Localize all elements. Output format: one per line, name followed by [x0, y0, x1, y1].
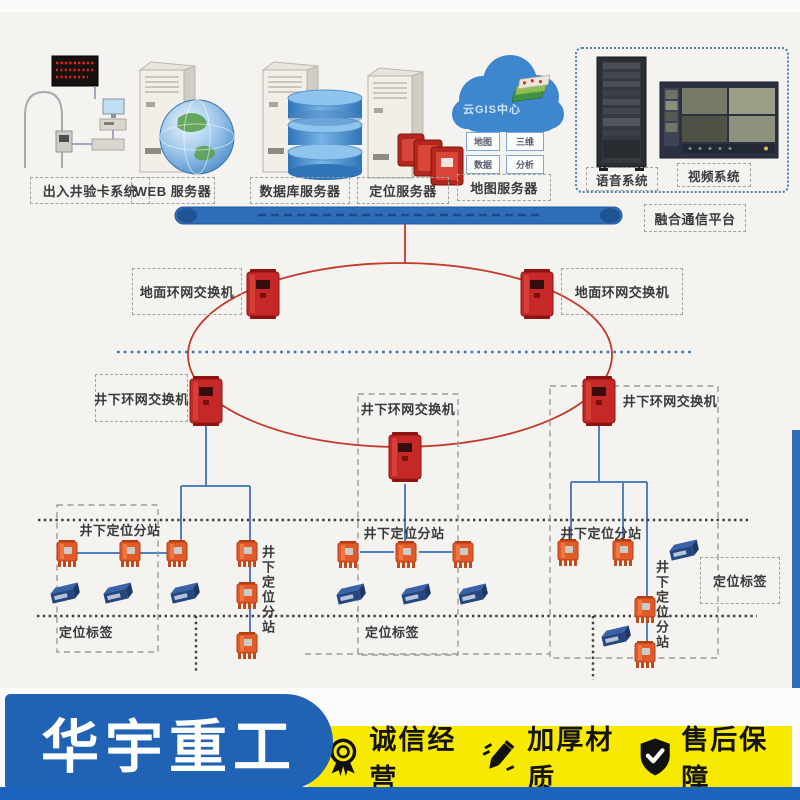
label-fusion-platform: 融合通信平台 — [644, 204, 746, 232]
led-display-board — [51, 55, 99, 87]
map-module-analysis: 分析 — [506, 155, 544, 174]
mine-portal-arch — [24, 90, 63, 168]
shield-icon — [640, 737, 670, 776]
label-ground-switch-right: 地面环网交换机 — [561, 268, 683, 315]
ground-ring-switch-right — [520, 268, 554, 320]
page-top-margin — [0, 0, 800, 12]
communication-platform-group-box — [575, 47, 789, 193]
pencil-icon — [482, 739, 515, 771]
label-ground-switch-left: 地面环网交换机 — [132, 268, 242, 315]
ground-ring-switch-left — [246, 268, 280, 320]
web-server-globe — [159, 99, 235, 175]
badge-aftersales: 售后保障 — [638, 718, 792, 796]
medal-icon — [330, 738, 357, 776]
badge-integrity: 诚信经营 — [326, 718, 480, 796]
brand-name: 华宇重工 — [40, 715, 297, 780]
monitor — [102, 98, 125, 115]
badge-material: 加厚材质 — [480, 718, 638, 796]
map-module-3d: 三维 — [506, 132, 544, 151]
voice-system-rack — [596, 56, 647, 171]
video-system-screen — [659, 81, 779, 159]
badge-aftersales-label: 售后保障 — [681, 724, 769, 794]
backbone-bar — [174, 206, 623, 225]
roadway-dotted-lines — [37, 518, 757, 680]
label-substation-vertical-left: 井下定位分站 — [260, 545, 275, 635]
label-ug-switch-center: 井下环网交换机 — [360, 401, 456, 417]
positioning-substations — [56, 538, 656, 669]
banner-bottom-strip — [0, 787, 800, 800]
label-substation-vertical-right: 井下定位分站 — [654, 560, 669, 650]
label-video-system: 视频系统 — [677, 163, 751, 187]
map-module-map: 地图 — [466, 132, 500, 151]
badge-integrity-label: 诚信经营 — [369, 724, 457, 794]
entry-system-illustration — [24, 55, 127, 168]
positioning-server-readers — [397, 133, 464, 186]
brand-box: 华宇重工 — [5, 694, 333, 790]
label-entry-system: 出入井验卡系统 — [30, 177, 150, 204]
label-substation-left: 井下定位分站 — [79, 522, 161, 538]
cloud-gis-text: 云GIS中心 — [463, 104, 521, 116]
underground-ring-switch-center — [388, 431, 422, 483]
underground-ring-switch-right — [582, 375, 616, 427]
label-tags-right: 定位标签 — [700, 557, 780, 604]
brand-banner: 诚信经营 加厚材质 售后保障 华宇重工 — [0, 688, 800, 800]
map-module-data: 数据 — [466, 155, 500, 174]
network-hub — [91, 138, 125, 151]
database-cylinders — [287, 89, 363, 180]
badge-material-label: 加厚材质 — [527, 724, 615, 794]
banner-badges-area: 诚信经营 加厚材质 售后保障 — [308, 725, 792, 794]
label-tags-left: 定位标签 — [58, 624, 113, 640]
label-map-server: 地图服务器 — [457, 174, 551, 201]
label-ug-switch-right: 井下环网交换机 — [622, 393, 718, 409]
label-tags-center: 定位标签 — [364, 624, 419, 640]
label-substation-center: 井下定位分站 — [363, 525, 445, 541]
zone-dashed-boxes — [56, 385, 719, 659]
gis-cloud — [452, 55, 564, 132]
label-substation-right: 井下定位分站 — [560, 525, 642, 541]
label-positioning-server: 定位服务器 — [357, 177, 449, 204]
label-database-server: 数据库服务器 — [250, 177, 350, 204]
label-voice-system: 语音系统 — [586, 167, 658, 191]
underground-ring-switch-left — [189, 375, 223, 427]
label-web-server: WEB 服务器 — [131, 177, 215, 204]
right-edge-strip — [792, 430, 800, 790]
label-ug-switch-left: 井下环网交换机 — [94, 374, 188, 422]
